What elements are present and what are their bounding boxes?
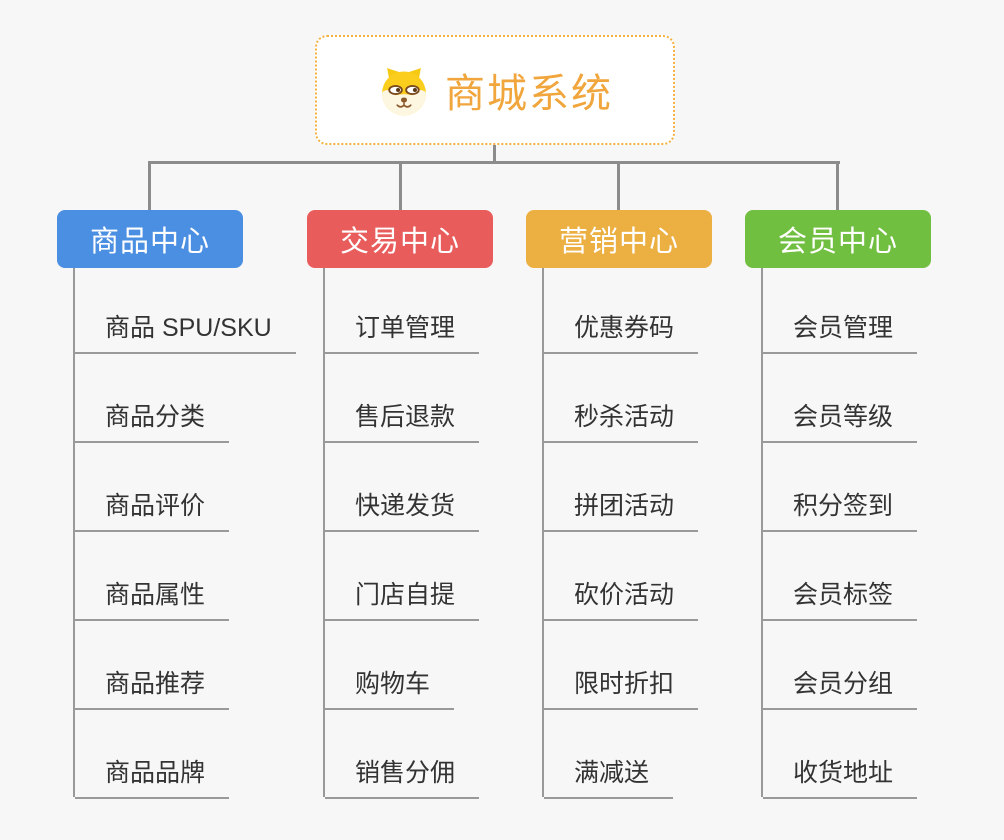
leaf-label: 商品品牌 [75, 753, 230, 799]
leaf-node[interactable]: 商品 SPU/SKU [75, 268, 303, 354]
dog-face-icon [382, 68, 426, 116]
leaf-node[interactable]: 商品分类 [75, 352, 303, 443]
leaf-label: 售后退款 [325, 397, 480, 443]
branch-marketing-center: 营销中心 优惠券码 秒杀活动 拼团活动 砍价活动 限时折扣 满减送 [526, 210, 712, 799]
branch-header-marketing-center[interactable]: 营销中心 [526, 210, 712, 268]
leaf-list: 商品 SPU/SKU 商品分类 商品评价 商品属性 商品推荐 商品品牌 [73, 268, 303, 799]
leaf-node[interactable]: 销售分佣 [325, 708, 553, 799]
leaf-node[interactable]: 秒杀活动 [544, 352, 772, 443]
branch-member-center: 会员中心 会员管理 会员等级 积分签到 会员标签 会员分组 收货地址 [745, 210, 931, 799]
leaf-node[interactable]: 砍价活动 [544, 530, 772, 621]
leaf-label: 收货地址 [763, 753, 918, 799]
root-stem-connector [493, 145, 496, 164]
leaf-node[interactable]: 限时折扣 [544, 619, 772, 710]
branch-header-product-center[interactable]: 商品中心 [57, 210, 243, 268]
leaf-node[interactable]: 购物车 [325, 619, 553, 710]
leaf-node[interactable]: 会员分组 [763, 619, 991, 710]
leaf-label: 商品评价 [75, 486, 230, 532]
leaf-node[interactable]: 售后退款 [325, 352, 553, 443]
leaf-node[interactable]: 商品评价 [75, 441, 303, 532]
leaf-node[interactable]: 拼团活动 [544, 441, 772, 532]
leaf-label: 积分签到 [763, 486, 918, 532]
branch-header-trade-center[interactable]: 交易中心 [307, 210, 493, 268]
branch-drop-connector [617, 161, 620, 210]
leaf-label: 会员管理 [763, 308, 918, 354]
leaf-node[interactable]: 快递发货 [325, 441, 553, 532]
leaf-node[interactable]: 商品推荐 [75, 619, 303, 710]
leaf-label: 会员标签 [763, 575, 918, 621]
leaf-node[interactable]: 商品品牌 [75, 708, 303, 799]
bus-connector [149, 161, 840, 164]
leaf-label: 销售分佣 [325, 753, 480, 799]
branch-drop-connector [399, 161, 402, 210]
leaf-label: 秒杀活动 [544, 397, 699, 443]
leaf-node[interactable]: 商品属性 [75, 530, 303, 621]
leaf-label: 满减送 [544, 753, 674, 799]
leaf-label: 商品属性 [75, 575, 230, 621]
leaf-label: 会员分组 [763, 664, 918, 710]
leaf-node[interactable]: 门店自提 [325, 530, 553, 621]
branch-product-center: 商品中心 商品 SPU/SKU 商品分类 商品评价 商品属性 商品推荐 商品品牌 [57, 210, 296, 799]
leaf-node[interactable]: 会员管理 [763, 268, 991, 354]
leaf-node[interactable]: 订单管理 [325, 268, 553, 354]
leaf-label: 会员等级 [763, 397, 918, 443]
leaf-node[interactable]: 优惠券码 [544, 268, 772, 354]
leaf-label: 订单管理 [325, 308, 480, 354]
branch-header-member-center[interactable]: 会员中心 [745, 210, 931, 268]
leaf-list: 优惠券码 秒杀活动 拼团活动 砍价活动 限时折扣 满减送 [542, 268, 772, 799]
leaf-label: 限时折扣 [544, 664, 699, 710]
leaf-label: 门店自提 [325, 575, 480, 621]
leaf-label: 快递发货 [325, 486, 480, 532]
leaf-node[interactable]: 积分签到 [763, 441, 991, 532]
leaf-node[interactable]: 会员等级 [763, 352, 991, 443]
leaf-label: 商品分类 [75, 397, 230, 443]
leaf-node[interactable]: 满减送 [544, 708, 772, 799]
leaf-label: 商品 SPU/SKU [75, 308, 296, 354]
leaf-node[interactable]: 收货地址 [763, 708, 991, 799]
leaf-label: 购物车 [325, 664, 455, 710]
branch-drop-connector [148, 161, 151, 210]
branch-drop-connector [836, 161, 839, 210]
leaf-label: 砍价活动 [544, 575, 699, 621]
leaf-label: 优惠券码 [544, 308, 699, 354]
root-node[interactable]: 商城系统 [315, 35, 675, 145]
leaf-label: 商品推荐 [75, 664, 230, 710]
leaf-label: 拼团活动 [544, 486, 699, 532]
branch-trade-center: 交易中心 订单管理 售后退款 快递发货 门店自提 购物车 销售分佣 [307, 210, 493, 799]
root-title: 商城系统 [445, 72, 613, 116]
leaf-list: 会员管理 会员等级 积分签到 会员标签 会员分组 收货地址 [761, 268, 991, 799]
leaf-node[interactable]: 会员标签 [763, 530, 991, 621]
leaf-list: 订单管理 售后退款 快递发货 门店自提 购物车 销售分佣 [323, 268, 553, 799]
